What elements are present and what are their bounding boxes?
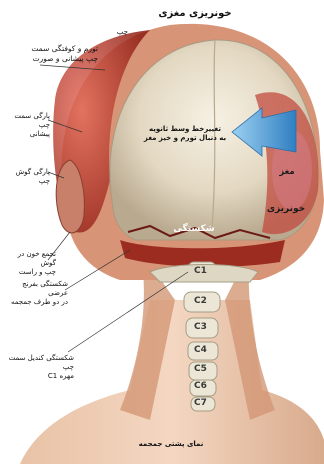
label-hemorrhage: خونریزی: [262, 205, 310, 214]
bottom-caption: نمای پشتی جمجمه: [126, 440, 216, 449]
corner-label: چپ: [98, 28, 128, 37]
label-condyle-fracture: شکستگی کندیل سمت چپ مهره C1: [4, 354, 74, 381]
label-brain: مغز: [274, 168, 300, 177]
vertebra-c7: C7: [194, 398, 207, 408]
vertebra-c2: C2: [194, 296, 207, 306]
vertebra-c5: C5: [194, 364, 207, 374]
label-transverse-fracture: شکستگی بفرنج عرضی در دو طرف جمجمه: [4, 280, 68, 307]
label-midline-shift: تغییرخط وسط ثانویه به دنبال تورم و خیز م…: [140, 125, 230, 143]
vertebra-c4: C4: [194, 345, 207, 355]
page-title: خونریزی مغزی: [150, 8, 240, 19]
vertebra-c6: C6: [194, 381, 207, 391]
label-left-ear-tear: پارگی گوش چپ: [4, 168, 50, 186]
vertebra-c1: C1: [194, 266, 207, 276]
label-swelling: تورم و کوفتگی سمت چپ پیشانی و صورت: [6, 44, 98, 64]
label-fracture: شکستگی: [168, 225, 220, 234]
vertebra-c3: C3: [194, 322, 207, 332]
label-ear-blood: تجمع خون در گوش چپ و راست: [4, 250, 56, 277]
label-left-forehead-tear: پارگی سمت چپ پیشانی: [6, 112, 50, 139]
